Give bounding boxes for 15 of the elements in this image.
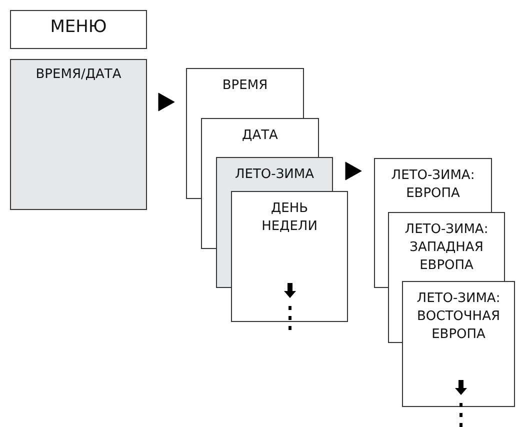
- menu-item-label: ДАТА: [242, 127, 278, 145]
- menu-item-label: ВРЕМЯ: [222, 77, 268, 95]
- arrow: [158, 92, 175, 112]
- menu-box: [10, 59, 147, 210]
- menu-box: [231, 191, 348, 322]
- menu-item-label: МЕНЮ: [50, 18, 107, 36]
- menu-item-label: ЛЕТО-ЗИМА: ЕВРОПА: [390, 167, 476, 203]
- menu-item-label: ЛЕТО-ЗИМА: ВОСТОЧНАЯ ЕВРОПА: [416, 290, 502, 344]
- menu-item-label: ДЕНЬ НЕДЕЛИ: [260, 200, 318, 236]
- menu-box: [10, 10, 147, 49]
- menu-box: [402, 281, 515, 407]
- menu-item-label: ЛЕТО-ЗИМА: ЗАПАДНАЯ ЕВРОПА: [404, 221, 490, 275]
- arrow: [345, 162, 362, 180]
- menu-item-label: ВРЕМЯ/ДАТА: [36, 66, 122, 84]
- menu-item-label: ЛЕТО-ЗИМА: [234, 166, 314, 184]
